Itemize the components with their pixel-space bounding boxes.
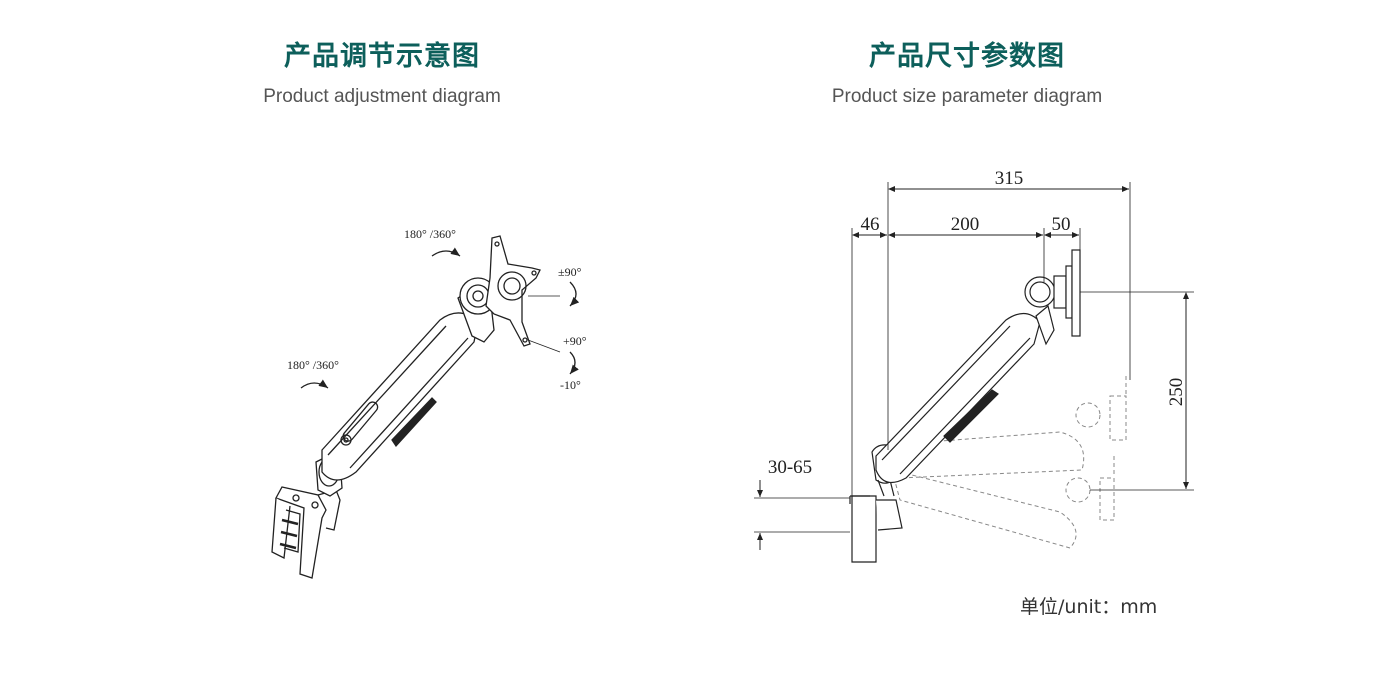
adjustment-diagram-title: 产品调节示意图: [284, 41, 480, 72]
height-range-label: 250: [1166, 378, 1187, 407]
adjustment-drawing: [271, 235, 580, 579]
adjustment-diagram-subtitle: Product adjustment diagram: [263, 86, 501, 107]
size-drawing: [849, 249, 1127, 563]
arm-rotation-label: 180° /360°: [287, 358, 339, 372]
tilt-down-label: -10°: [560, 378, 581, 392]
head-side: [1024, 249, 1081, 346]
main-arm: [321, 312, 479, 481]
tilt-up-label: +90°: [563, 334, 587, 348]
dimension-lines: [754, 182, 1194, 550]
tilt-horizontal-label: ±90°: [558, 265, 582, 279]
size-diagram-title: 产品尺寸参数图: [869, 41, 1065, 72]
ghost-arm-positions: [887, 376, 1127, 549]
tilt-arrow-a: [569, 281, 580, 307]
vesa-plate: [485, 235, 541, 347]
base-offset-label: 46: [861, 214, 880, 235]
head-rotate-arrow: [431, 247, 461, 257]
total-length-label: 315: [995, 168, 1024, 189]
desk-clamp: [849, 495, 903, 563]
head-length-label: 50: [1052, 214, 1071, 235]
tilt-arrow-b: [569, 351, 579, 375]
clamp-range-label: 30-65: [768, 457, 812, 478]
arm-rotate-arrow: [300, 379, 329, 389]
unit-note: 单位/unit：mm: [1020, 596, 1158, 618]
main-arm-side: [875, 312, 1041, 484]
clamp-base: [271, 486, 341, 579]
head-rotation-label: 180° /360°: [404, 227, 456, 241]
size-diagram-subtitle: Product size parameter diagram: [831, 86, 1103, 107]
arm-length-label: 200: [951, 214, 980, 235]
